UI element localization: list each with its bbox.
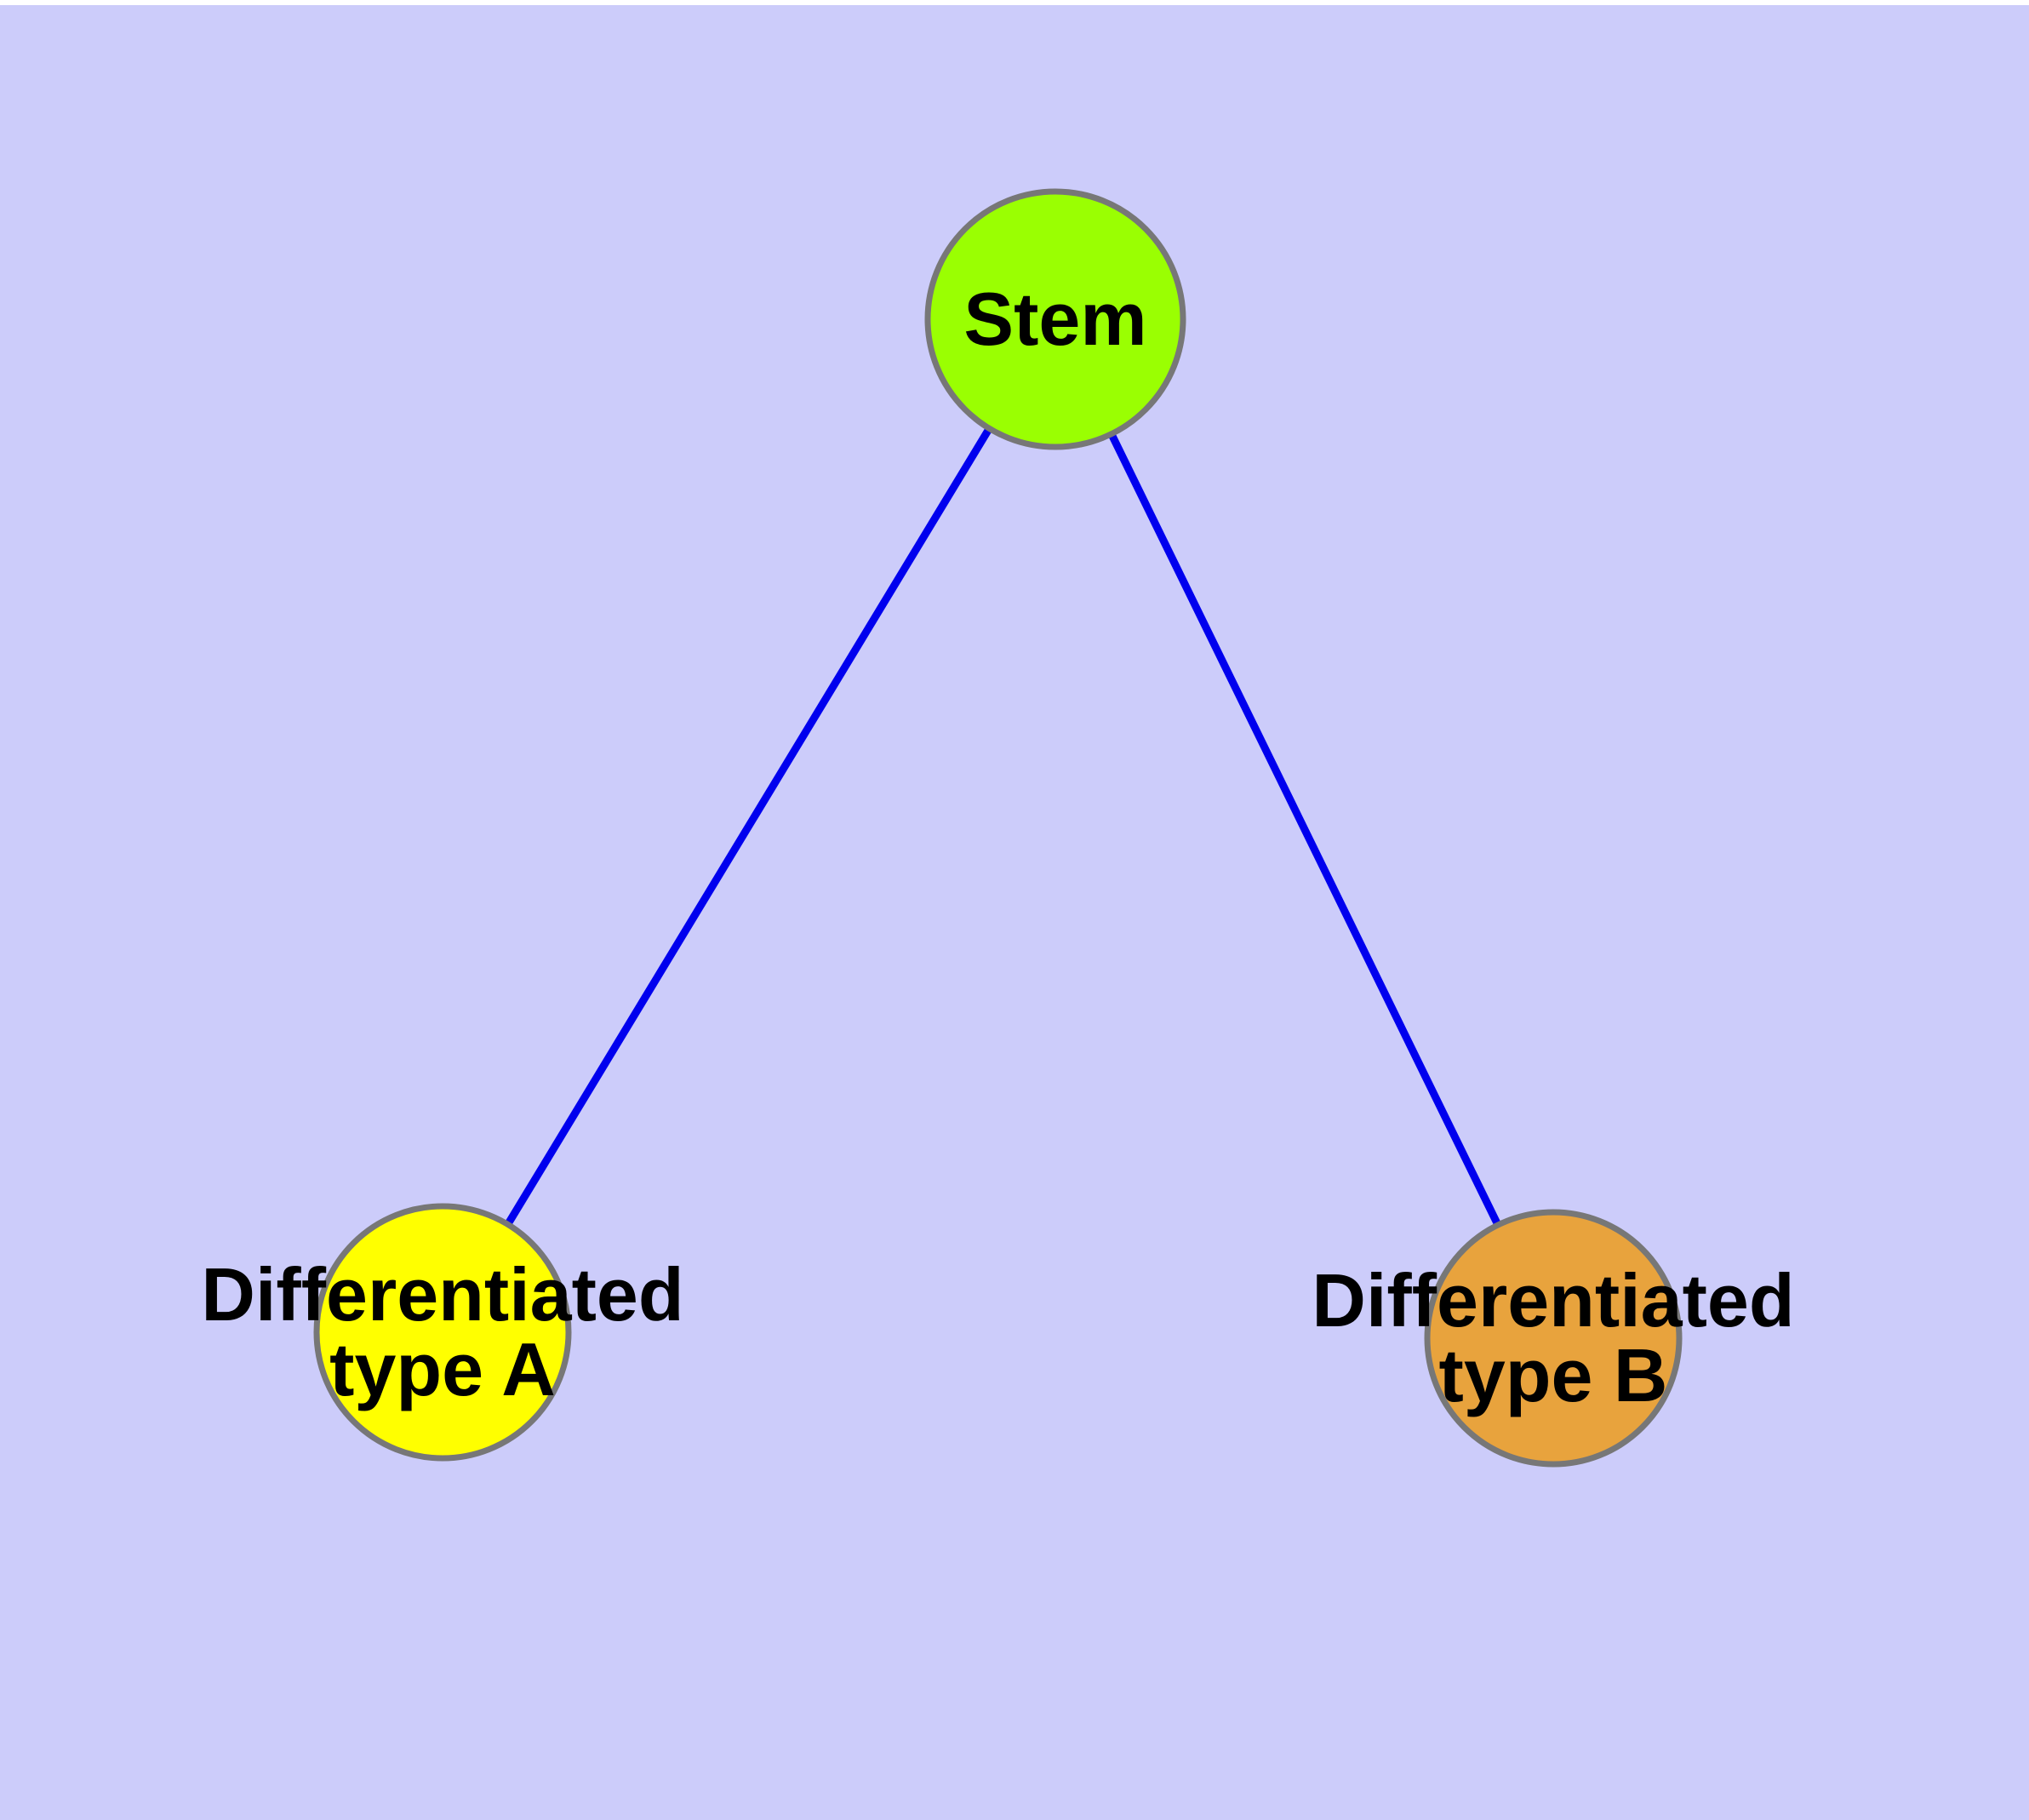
graph-node-diff_b[interactable] [1424, 1209, 1683, 1468]
graph-node-stem[interactable] [924, 188, 1186, 450]
graph-edge-stem-to-a[interactable] [503, 425, 994, 1228]
graph-node-diff_a[interactable] [313, 1203, 572, 1462]
node-layer [313, 188, 1683, 1468]
edge-layer [503, 425, 1502, 1228]
graph-edge-stem-to-b[interactable] [1106, 430, 1502, 1228]
